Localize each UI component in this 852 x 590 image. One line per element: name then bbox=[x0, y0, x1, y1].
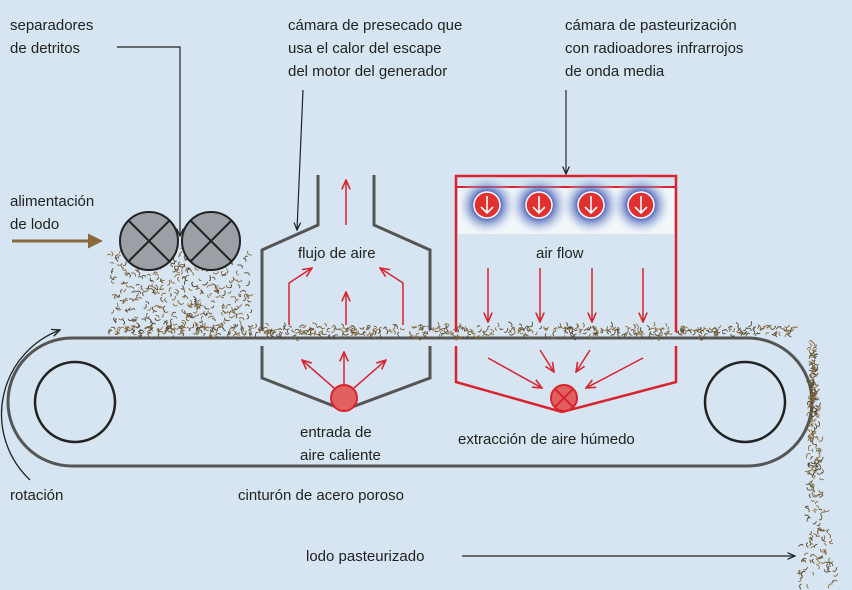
right-pulley bbox=[703, 360, 787, 444]
sludge-layer bbox=[108, 320, 798, 342]
leader-lines bbox=[117, 46, 795, 556]
label-airflow-predry: flujo de aire bbox=[298, 245, 376, 262]
label-hot-air-2: aire caliente bbox=[300, 447, 381, 464]
porous-steel-belt bbox=[6, 336, 814, 468]
label-rotation: rotación bbox=[10, 487, 63, 504]
label-feed-2: de lodo bbox=[10, 216, 59, 233]
predry-chamber-right-wall bbox=[372, 175, 432, 330]
label-output: lodo pasteurizado bbox=[306, 548, 424, 565]
label-predry-2: usa el calor del escape bbox=[288, 40, 441, 57]
predry-airflow-arrows bbox=[288, 180, 404, 389]
label-humid-air: extracción de aire húmedo bbox=[458, 431, 635, 448]
label-predry-3: del motor del generador bbox=[288, 63, 447, 80]
humid-air-outlet bbox=[550, 384, 578, 412]
label-separators-1: separadores bbox=[10, 17, 93, 34]
pasteurized-sludge-output bbox=[796, 340, 839, 590]
label-feed-1: alimentación bbox=[10, 193, 94, 210]
predry-chamber-left-wall bbox=[260, 175, 320, 330]
label-hot-air-1: entrada de bbox=[300, 424, 372, 441]
left-pulley bbox=[33, 360, 117, 444]
infrared-heaters bbox=[457, 175, 674, 235]
label-pasteur-3: de onda media bbox=[565, 63, 665, 80]
label-predry-1: cámara de presecado que bbox=[288, 17, 462, 34]
hot-air-inlet bbox=[330, 384, 358, 412]
label-airflow-pasteur: air flow bbox=[536, 245, 584, 262]
debris-separator-rollers-discs bbox=[119, 211, 241, 271]
rotation-arrow bbox=[0, 330, 60, 481]
pasteur-airflow-arrows bbox=[488, 268, 643, 388]
label-belt: cinturón de acero poroso bbox=[238, 487, 404, 504]
label-pasteur-1: cámara de pasteurización bbox=[565, 17, 737, 34]
label-pasteur-2: con radioadores infrarrojos bbox=[565, 40, 743, 57]
label-separators-2: de detritos bbox=[10, 40, 80, 57]
